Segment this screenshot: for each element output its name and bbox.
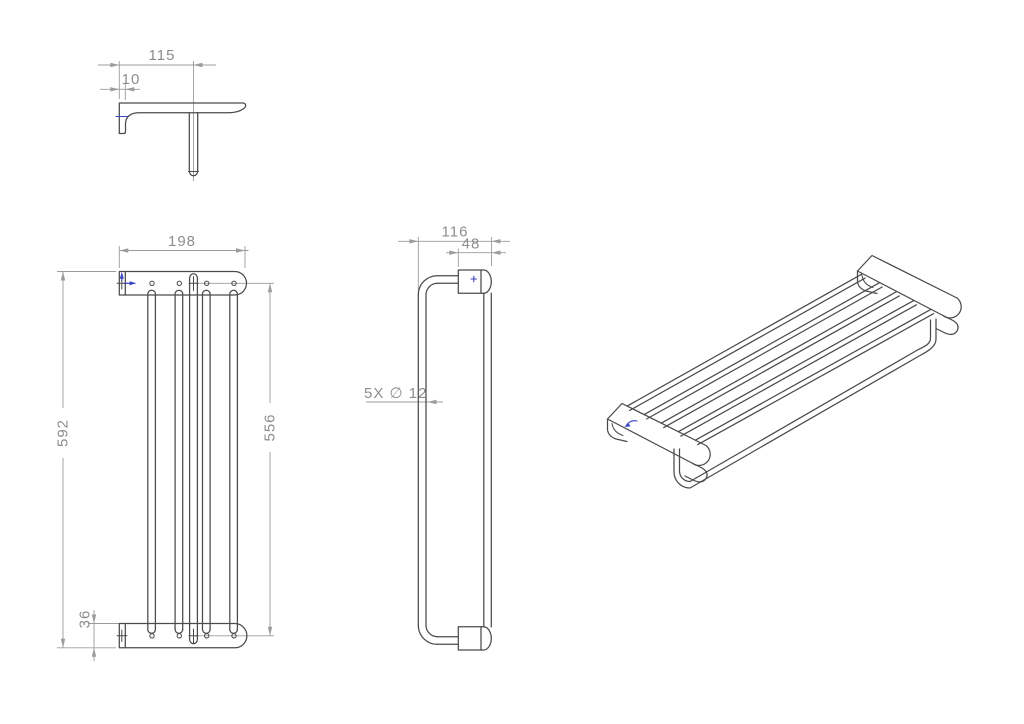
dim-profile-wall-thickness-label: 10 bbox=[122, 71, 141, 88]
side-shelf-bars-edge bbox=[483, 292, 492, 628]
profile-dimension-lines bbox=[98, 61, 216, 181]
front-part-outline bbox=[116, 270, 248, 649]
dim-front-bar-length-label: 556 bbox=[262, 413, 279, 441]
iso-lower-bracket bbox=[606, 402, 711, 483]
iso-origin-marker bbox=[624, 420, 638, 427]
side-towel-bar-loop bbox=[417, 275, 459, 645]
dim-profile-width-label: 115 bbox=[149, 47, 176, 64]
view-isometric bbox=[606, 254, 962, 489]
view-side: 116 48 5X ∅ 12 bbox=[364, 224, 510, 651]
callout-bar-diameter-label: 5X ∅ 12 bbox=[364, 385, 427, 402]
dim-front-plate-width-label: 36 bbox=[77, 610, 94, 629]
profile-part-outline bbox=[118, 102, 247, 177]
iso-shelf-bars bbox=[626, 273, 935, 446]
side-dimension-lines bbox=[366, 237, 510, 405]
front-center-marks bbox=[188, 276, 199, 644]
iso-upper-bracket bbox=[856, 254, 962, 336]
front-end-crosses bbox=[116, 277, 128, 642]
front-bottom-plate bbox=[118, 622, 248, 649]
side-top-block bbox=[457, 269, 482, 294]
front-dimension-lines bbox=[57, 246, 274, 661]
front-top-plate bbox=[118, 270, 248, 296]
dim-side-overall-depth-label: 116 bbox=[442, 224, 469, 241]
dim-front-overall-length-label: 592 bbox=[55, 419, 72, 447]
front-shelf-bars bbox=[147, 289, 239, 634]
front-mount-holes bbox=[149, 280, 237, 639]
front-origin-marker bbox=[119, 271, 137, 286]
dim-side-mount-depth-label: 48 bbox=[462, 236, 481, 253]
iso-towel-bar-loop bbox=[673, 318, 937, 489]
front-towel-bar bbox=[188, 273, 199, 645]
view-bracket-profile: 115 10 bbox=[98, 47, 247, 181]
dim-front-plate-length-label: 198 bbox=[168, 233, 196, 250]
side-part-outline bbox=[417, 269, 492, 651]
view-front: 198 592 556 36 bbox=[55, 233, 279, 661]
side-bottom-block bbox=[457, 626, 482, 651]
side-origin-marker bbox=[470, 275, 478, 283]
